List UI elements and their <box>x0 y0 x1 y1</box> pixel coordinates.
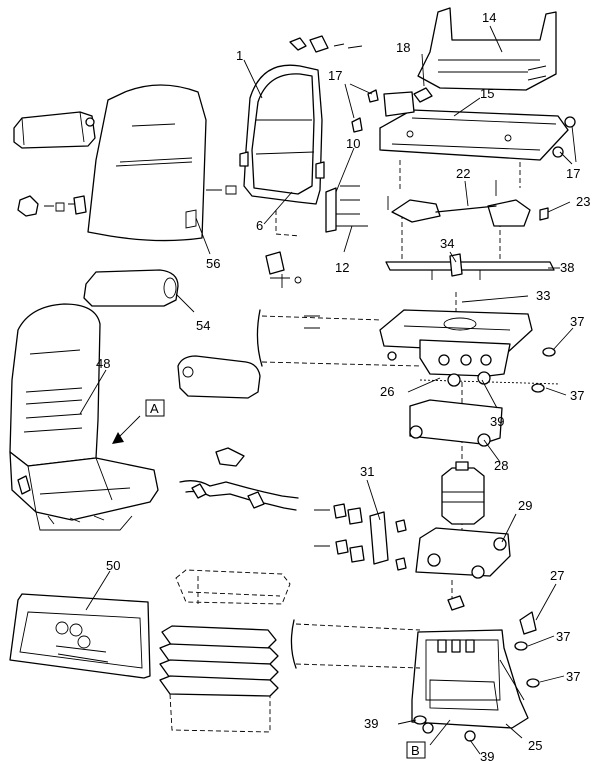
callout-10: 10 <box>346 136 360 151</box>
view-marker-a: A <box>145 399 165 417</box>
armrest-hinge-small-parts <box>17 195 87 217</box>
callout-50: 50 <box>106 558 120 573</box>
upper-scissor-link <box>409 399 503 447</box>
scissor-top-plate <box>379 309 533 387</box>
callout-14: 14 <box>482 10 496 25</box>
callout-38: 38 <box>560 260 574 275</box>
callout-labels: 1 6 10 12 14 15 17 17 18 22 23 25 26 27 … <box>96 10 590 761</box>
callout-54: 54 <box>196 318 210 333</box>
callout-26: 26 <box>380 384 394 399</box>
footrest-linkage <box>179 447 299 511</box>
seat-back-frame <box>206 64 325 205</box>
callout-37-upper: 37 <box>570 314 584 329</box>
lower-scissor-link <box>415 527 511 579</box>
callout-39-lower-left: 39 <box>364 716 378 731</box>
armrest-top-left <box>13 111 96 149</box>
seat-pan-top <box>417 7 557 91</box>
control-panel-cover <box>9 593 151 679</box>
seat-back-cushion <box>87 84 207 242</box>
top-small-hardware <box>289 35 363 53</box>
callout-17-upper: 17 <box>328 68 342 83</box>
callout-25: 25 <box>528 738 542 753</box>
callout-29: 29 <box>518 498 532 513</box>
slide-rails-plate <box>351 87 576 161</box>
callout-56: 56 <box>206 256 220 271</box>
view-marker-a-label: A <box>150 401 159 416</box>
leader-lines <box>79 25 577 755</box>
callout-15: 15 <box>480 86 494 101</box>
callout-48: 48 <box>96 356 110 371</box>
complete-seat-assembly <box>9 303 159 531</box>
callout-22: 22 <box>456 166 470 181</box>
view-marker-b: B <box>406 741 426 759</box>
air-spring <box>441 461 485 525</box>
armrest-cover <box>177 355 261 399</box>
bellows-boot <box>159 569 291 733</box>
callout-6: 6 <box>256 218 263 233</box>
callout-28: 28 <box>494 458 508 473</box>
tie-rods-left <box>256 309 421 669</box>
callout-1: 1 <box>236 48 243 63</box>
callout-27: 27 <box>550 568 564 583</box>
callout-31: 31 <box>360 464 374 479</box>
callout-37-bottom: 37 <box>566 669 580 684</box>
callout-39-bottom: 39 <box>480 749 494 761</box>
frame-bracket-and-bolts <box>265 185 368 288</box>
side-pad <box>447 595 537 635</box>
callout-18: 18 <box>396 40 410 55</box>
callout-33: 33 <box>536 288 550 303</box>
pivot-bolts-and-bushings <box>304 315 407 571</box>
view-arrow-a <box>112 415 141 444</box>
callout-17-right: 17 <box>566 166 580 181</box>
rail-bar <box>385 253 555 280</box>
view-marker-b-label: B <box>411 743 420 758</box>
callout-39-upper: 39 <box>490 414 504 429</box>
o-rings-right <box>413 347 556 725</box>
callout-37-lower: 37 <box>556 629 570 644</box>
callout-37-mid: 37 <box>570 388 584 403</box>
callout-12: 12 <box>335 260 349 275</box>
callout-23: 23 <box>576 194 590 209</box>
callout-34: 34 <box>440 236 454 251</box>
base-riser <box>411 629 529 742</box>
seat-cushion-bolster <box>83 269 179 307</box>
adjuster-bar <box>387 180 549 227</box>
